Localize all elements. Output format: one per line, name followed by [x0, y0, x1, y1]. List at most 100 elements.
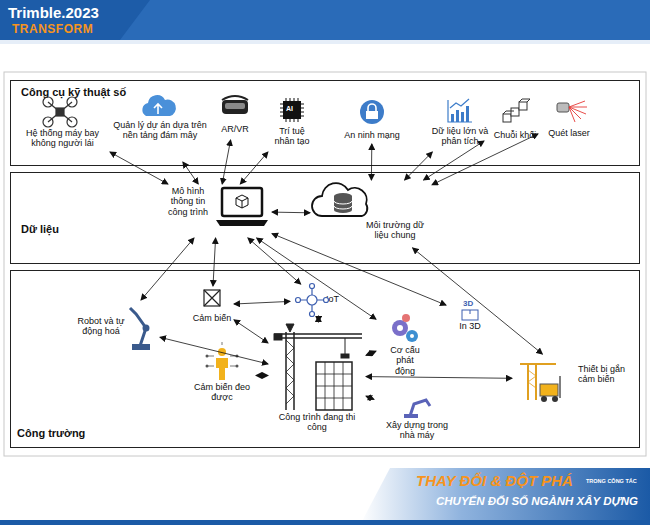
- node-text: Robot và tự động hoá: [76, 316, 126, 337]
- connector: [366, 351, 376, 355]
- node-text: Cảm biến đeo được: [188, 382, 256, 403]
- node-text: Mô hình thông tin công trình: [162, 186, 214, 217]
- security-icon: [360, 100, 384, 124]
- footer-bar-part: [360, 468, 650, 525]
- analytics-icon-part: [450, 99, 469, 108]
- vr-headset-icon-part: [222, 96, 248, 100]
- printer-3d-icon-part: [470, 310, 471, 314]
- laser-scanner-icon-part: [569, 101, 587, 122]
- header-bar-part: [120, 0, 650, 40]
- node-text: Chuỗi khối: [484, 130, 546, 140]
- cloud-database-icon-part: [312, 183, 367, 216]
- sensor-equipment-icon-part: [559, 376, 561, 398]
- ai-chip-icon-part: [283, 101, 301, 119]
- blockchain-icon-part: [519, 102, 527, 110]
- node-text: In 3D: [446, 321, 494, 331]
- node-text: Cơ cấu phát động: [385, 345, 425, 376]
- laptop-icon: [216, 188, 268, 226]
- factory-robot-icon-part: [410, 400, 430, 416]
- drone-icon-part: [43, 97, 53, 107]
- iot-icon-part: [324, 298, 329, 303]
- connector: [160, 337, 268, 364]
- crane-icon-part: [286, 332, 294, 410]
- node-text: Xây dựng trong nhà máy: [382, 420, 452, 441]
- node-text: Quản lý dự án dựa trên nền tảng đám mây: [112, 120, 208, 141]
- actuator-icon-part: [410, 334, 414, 338]
- factory-robot-icon: [404, 400, 430, 418]
- crane-icon: [274, 324, 362, 410]
- sensor-equipment-icon-part: [541, 396, 547, 402]
- band-heading: Công cụ kỹ thuật số: [21, 86, 221, 99]
- header-bar-part: [0, 40, 650, 44]
- laser-scanner-icon: [557, 101, 587, 122]
- robot-arm-icon: [130, 308, 150, 350]
- connector: [213, 238, 216, 286]
- iot-icon-part: [310, 312, 315, 317]
- node-text: Công trình đang thi công: [278, 412, 356, 433]
- cloud-icon-part: [154, 104, 162, 114]
- node-text: Trí tuệ nhân tạo: [271, 126, 313, 147]
- tool-node: Quét laser: [538, 96, 600, 142]
- blockchain-icon-part: [511, 108, 519, 116]
- analytics-icon: [448, 99, 472, 122]
- wearable-sensor-icon: [206, 342, 239, 380]
- ai-chip-icon-part: [280, 98, 304, 122]
- connector: [234, 320, 268, 343]
- tools-band: Công cụ kỹ thuật số Hệ thống máy bay khôn…: [10, 80, 640, 166]
- header-bar-part: [0, 0, 650, 40]
- cloud-icon-part: [142, 95, 176, 116]
- drone-icon: [43, 97, 77, 127]
- drone-icon-part: [67, 97, 77, 107]
- band-heading: Công trường: [17, 427, 137, 440]
- connector: [371, 144, 372, 180]
- node-text: Thiết bị gắn cảm biến: [578, 364, 634, 385]
- iot-icon: [296, 284, 329, 317]
- blockchain-icon-part: [503, 114, 511, 122]
- wearable-sensor-icon-part: [236, 365, 239, 368]
- connector: [248, 238, 301, 284]
- sensor-equipment-icon-part: [540, 384, 558, 396]
- connector: [366, 377, 512, 379]
- robot-arm-icon-part: [132, 344, 150, 350]
- connector: [366, 396, 374, 399]
- ai-chip-icon: [280, 98, 304, 122]
- outer-frame: [4, 72, 646, 456]
- node-text: IoT: [326, 294, 348, 304]
- tool-node: Dữ liệu lớn và phân tích: [422, 96, 498, 152]
- laptop-icon-part: [236, 195, 248, 208]
- icon-text: AI: [286, 105, 293, 112]
- connector: [222, 140, 230, 184]
- factory-robot-icon-part: [404, 414, 418, 418]
- security-icon-part: [360, 100, 384, 124]
- sensor-icon-part: [204, 290, 220, 306]
- node-text: Quét laser: [538, 128, 600, 138]
- data-band: Dữ liệuMô hình thông tin công trìnhMôi t…: [10, 172, 640, 264]
- analytics-icon-part: [461, 112, 464, 122]
- logo-subtext: TRANSFORM: [12, 22, 93, 36]
- cloud-database-icon-part: [334, 196, 352, 213]
- iot-icon-part: [296, 298, 301, 303]
- printer-3d-icon: [462, 310, 478, 320]
- iot-icon-part: [310, 284, 315, 289]
- blockchain-icon-part: [503, 99, 530, 114]
- node-text: An ninh mạng: [338, 130, 406, 140]
- sensor-icon-part: [204, 290, 220, 306]
- connector: [240, 152, 268, 184]
- connector: [424, 141, 484, 180]
- analytics-icon-part: [451, 114, 454, 122]
- footer-note: TRONG CÔNG TÁC: [586, 478, 637, 484]
- cloud-database-icon-part: [334, 201, 352, 209]
- wearable-sensor-icon-part: [218, 348, 226, 356]
- laptop-icon-part: [222, 188, 262, 216]
- node-text: AR/VR: [210, 124, 260, 134]
- wearable-sensor-icon-part: [236, 355, 239, 358]
- tool-node: Hệ thống máy bay không người lái: [15, 98, 110, 154]
- connector: [405, 152, 433, 180]
- connector: [272, 212, 310, 214]
- node-text: Hệ thống máy bay không người lái: [15, 128, 110, 149]
- vr-headset-icon-part: [222, 100, 248, 114]
- iot-icon-part: [299, 287, 325, 313]
- wearable-sensor-icon-part: [208, 342, 236, 366]
